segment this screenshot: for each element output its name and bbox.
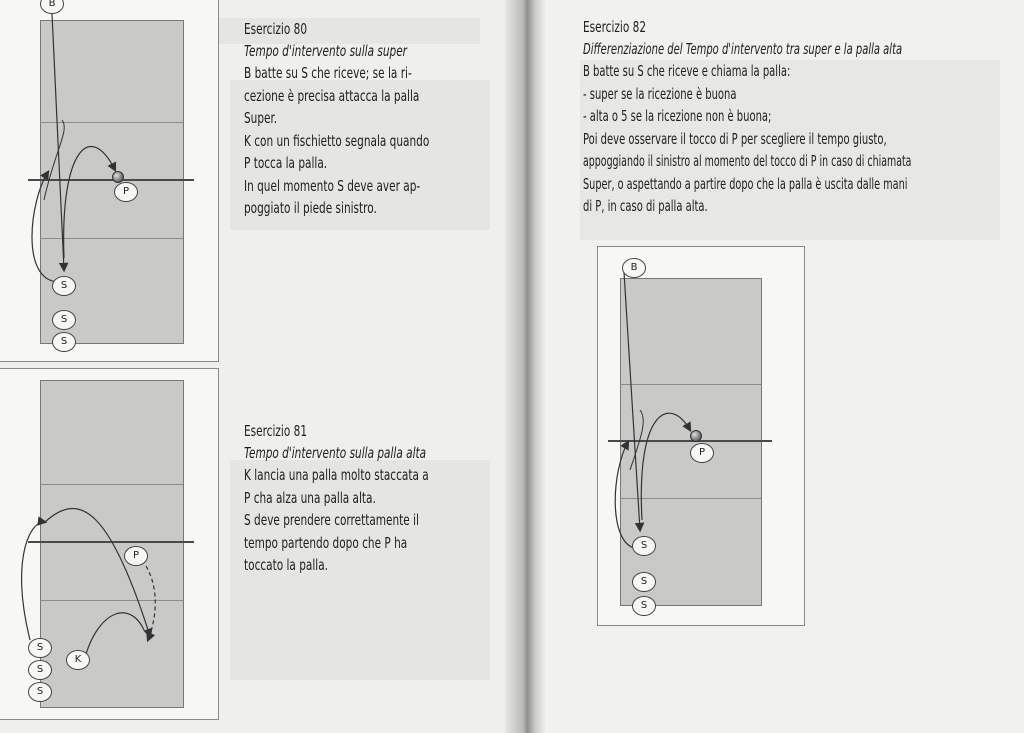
exercise-line: Super, o aspettando a partire dopo che l… [583,174,908,193]
diagram-82-attack-line [620,384,761,385]
exercise-line: B batte su S che riceve; se la ri- [244,64,412,82]
diagram-80-net [28,179,194,181]
player-p-token: P [114,182,138,202]
diagram-81-attack-line [40,484,183,485]
exercise-title: Esercizio 81 [244,422,308,440]
diagram-82-net [608,440,772,442]
exercise-line: P cha alza una palla alta. [244,488,376,507]
exercise-title: Esercizio 80 [244,20,308,38]
diagram-81-attack-line [40,600,183,601]
ball-icon [112,171,124,183]
player-s-token: S [632,572,656,592]
player-k-token: K [66,650,90,670]
exercise-line: - super se la ricezione è buona [583,84,737,103]
diagram-81-net [28,541,194,543]
diagram-81-movement-arrows [21,507,156,655]
show-through-block [230,80,490,230]
exercise-line: tempo partendo dopo che P ha [244,533,408,552]
exercise-line: - alta o 5 se la ricezione non è buona; [583,107,772,125]
exercise-line: appoggiando il sinistro al momento del t… [583,152,912,170]
player-s-token: S [28,660,52,680]
book-spine [505,0,545,733]
exercise-80-text: Esercizio 80 Tempo d'intervento sulla su… [244,18,474,220]
exercise-line: S deve prendere correttamente il [244,511,419,529]
diagram-82-attack-line [620,498,761,499]
player-s-token: S [52,276,76,296]
exercise-line: K lancia una palla molto staccata a [244,466,429,484]
player-p-token: P [124,546,148,566]
exercise-82-text: Esercizio 82 Differenziazione del Tempo … [583,16,1003,218]
exercise-line: Poi deve osservare il tocco di P per sce… [583,129,887,148]
player-p-token: P [690,443,714,463]
player-s-token: S [28,638,52,658]
exercise-subtitle: Tempo d'intervento sulla super [244,42,408,60]
exercise-81-text: Esercizio 81 Tempo d'intervento sulla pa… [244,420,474,577]
exercise-line: P tocca la palla. [244,154,328,172]
exercise-line: poggiato il piede sinistro. [244,199,377,217]
ball-icon [690,430,702,442]
player-b-token: B [622,258,646,278]
player-s-token: S [52,332,76,352]
exercise-line: di P, in caso di palla alta. [583,197,708,215]
exercise-line: Super. [244,109,278,127]
show-through-block [230,460,490,680]
player-s-token: S [28,682,52,702]
exercise-title: Esercizio 82 [583,18,647,36]
diagram-80-movement-arrows [31,13,117,283]
player-s-token: S [52,310,76,330]
show-through-block [580,60,1000,240]
diagram-80-attack-line [40,122,183,123]
exercise-subtitle: Tempo d'intervento sulla palla alta [244,444,427,462]
exercise-line: B batte su S che riceve e chiama la pall… [583,62,791,80]
exercise-line: cezione è precisa attacca la palla [244,86,420,105]
diagram-81-court [40,380,184,708]
exercise-line: toccato la palla. [244,556,328,574]
exercise-line: In quel momento S deve aver ap- [244,176,421,195]
exercise-line: K con un fischietto segnala quando [244,131,430,150]
diagram-80-attack-line [40,238,183,239]
exercise-subtitle: Differenziazione del Tempo d'intervento … [583,40,903,58]
player-s-token: S [632,596,656,616]
player-s-token: S [632,536,656,556]
